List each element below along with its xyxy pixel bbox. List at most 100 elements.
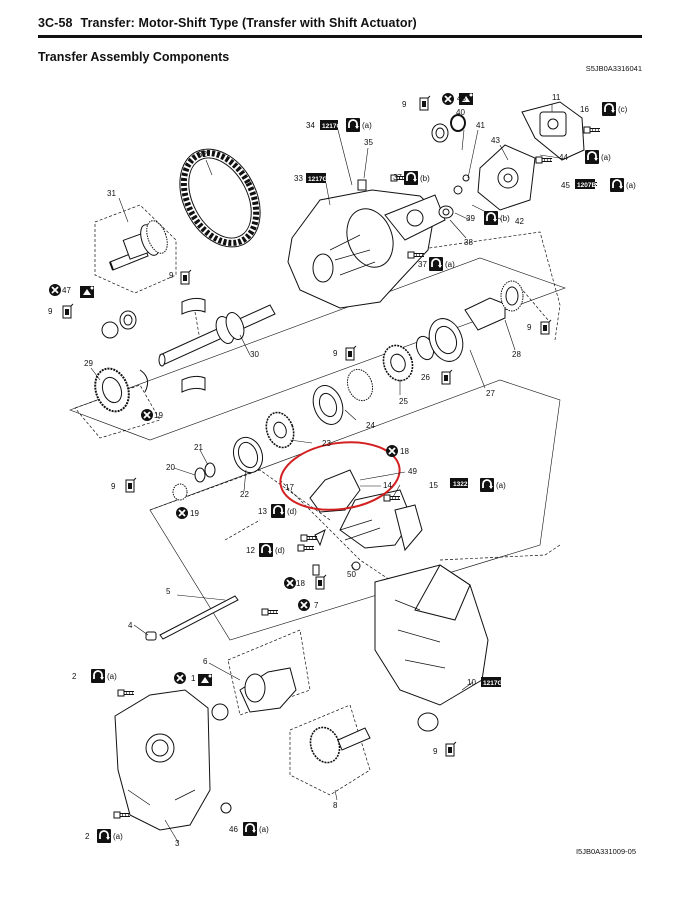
- callout-9b: 9: [169, 271, 174, 280]
- rear-case: [374, 564, 489, 732]
- grease-icon: [540, 319, 552, 335]
- shift-actuator: [477, 101, 585, 211]
- replace-part-icon: [173, 671, 187, 685]
- shift-fork: [309, 469, 423, 576]
- header-rule: [38, 35, 642, 38]
- svg-text:1217G: 1217G: [308, 176, 328, 183]
- torque-icon: [609, 177, 625, 193]
- callout-8: 8: [333, 801, 338, 810]
- replace-part-icon: [297, 598, 311, 612]
- callout-10: 10: [467, 678, 476, 687]
- replace-part-icon: [175, 506, 189, 520]
- output-shaft-sprocket: [109, 220, 168, 271]
- callout-7: 7: [314, 601, 319, 610]
- replace-part-icon: [48, 283, 62, 297]
- callout-29: 29: [84, 359, 93, 368]
- callout-48: 48: [457, 94, 466, 103]
- sealant-badge: 1322: [450, 478, 468, 488]
- gear-train: [94, 280, 524, 501]
- callout-18a: 18: [400, 447, 409, 456]
- svg-text:(a): (a): [362, 121, 372, 130]
- callout-50: 50: [347, 570, 356, 579]
- svg-text:1207B: 1207B: [577, 182, 596, 189]
- sealant-badge: 1217G: [320, 120, 342, 130]
- grease-icon: [62, 303, 74, 319]
- callout-27: 27: [486, 389, 495, 398]
- callout-9a: 9: [402, 100, 407, 109]
- replace-part-icon: [441, 92, 455, 106]
- svg-text:(b): (b): [500, 214, 510, 223]
- page-header: 3C-58 Transfer: Motor-Shift Type (Transfe…: [38, 16, 417, 30]
- svg-text:(a): (a): [626, 181, 636, 190]
- bolt-2-lower: [113, 811, 131, 819]
- callout-18b: 18: [296, 579, 305, 588]
- input-shaft: [101, 297, 276, 393]
- callout-38: 38: [464, 238, 473, 247]
- torque-icon: [483, 210, 499, 226]
- callout-6: 6: [203, 657, 208, 666]
- callout-34: 34: [306, 121, 315, 130]
- front-case: [287, 189, 446, 309]
- callout-39: 39: [466, 214, 475, 223]
- callout-24: 24: [366, 421, 375, 430]
- callout-11: 11: [552, 93, 561, 102]
- svg-text:(a): (a): [445, 260, 455, 269]
- svg-text:1322: 1322: [453, 481, 468, 488]
- callout-9c: 9: [48, 307, 53, 316]
- oil-icon: [80, 286, 94, 298]
- bolt-13: [300, 534, 318, 542]
- callout-28: 28: [512, 350, 521, 359]
- replace-part-icon: [283, 576, 297, 590]
- grease-icon: [180, 269, 192, 285]
- callout-41: 41: [476, 121, 485, 130]
- callout-49: 49: [408, 467, 417, 476]
- callout-17: 17: [285, 483, 294, 492]
- callout-9e: 9: [527, 323, 532, 332]
- grease-icon: [441, 369, 453, 385]
- callout-13: 13: [258, 507, 267, 516]
- highlight-ellipse: [279, 441, 401, 511]
- callout-23: 23: [322, 439, 331, 448]
- page-number: 3C-58: [38, 16, 73, 30]
- bolt-2-upper: [117, 689, 135, 697]
- callout-32: 32: [198, 150, 207, 159]
- torque-icon: [270, 503, 286, 519]
- torque-icon: [242, 821, 258, 837]
- svg-text:1217G: 1217G: [483, 680, 503, 687]
- replace-part-icon: [385, 444, 399, 458]
- callout-25: 25: [399, 397, 408, 406]
- page-title: Transfer: Motor-Shift Type (Transfer wit…: [80, 16, 417, 30]
- callout-9f: 9: [111, 482, 116, 491]
- svg-text:1217G: 1217G: [322, 123, 342, 130]
- callout-2b: 2: [85, 832, 90, 841]
- callout-47: 47: [62, 286, 71, 295]
- svg-text:(a): (a): [496, 481, 506, 490]
- assembly-outlines: [69, 257, 566, 641]
- torque-icon: [96, 828, 112, 844]
- svg-text:(c): (c): [618, 105, 628, 114]
- lower-case-assembly: [114, 667, 371, 831]
- torque-spec-letters: (a) (b) (a) (b) (a) (c) (a) (a) (d) (d) …: [107, 105, 636, 841]
- callout-37a: 37: [393, 173, 402, 182]
- grease-icon: [445, 741, 457, 757]
- callout-44: 44: [559, 153, 568, 162]
- grease-icon: [345, 345, 357, 361]
- svg-text:(a): (a): [601, 153, 611, 162]
- image-reference: S5JB0A3316041: [585, 64, 642, 73]
- callout-2a: 2: [72, 672, 77, 681]
- bolt-44: [535, 156, 553, 164]
- grease-icon: [315, 574, 327, 590]
- svg-text:(a): (a): [113, 832, 123, 841]
- sealant-badge: 1207B: [575, 179, 596, 189]
- callout-45: 45: [561, 181, 570, 190]
- callout-numbers: 32 31 34 35 33 37 37 9 48 40 41 43 11 16…: [48, 93, 589, 848]
- callout-30: 30: [250, 350, 259, 359]
- callout-3: 3: [175, 839, 180, 848]
- grease-icon: [125, 477, 137, 493]
- figure-reference: I5JB0A331009-05: [575, 847, 636, 856]
- sealant-badge: 1217G: [481, 677, 503, 687]
- callout-12: 12: [246, 546, 255, 555]
- seals-and-bearings-top: [357, 114, 470, 219]
- bolt-16: [583, 126, 601, 134]
